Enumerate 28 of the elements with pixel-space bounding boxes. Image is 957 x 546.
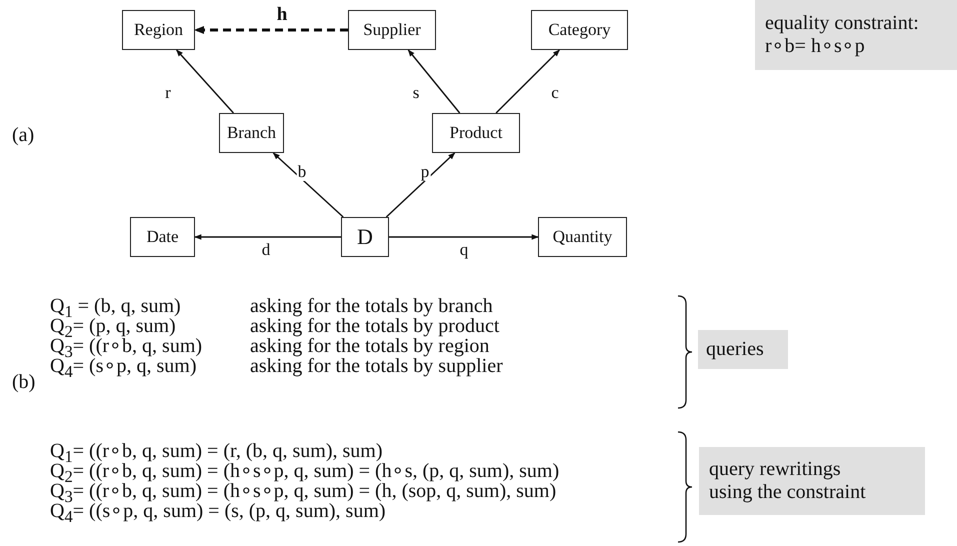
query-description: asking for the totals by branch xyxy=(250,296,493,316)
arrow xyxy=(408,49,460,114)
arrow xyxy=(194,26,348,34)
note-box: queries xyxy=(698,330,788,369)
query-description: asking for the totals by region xyxy=(250,336,490,356)
entity-box: Category xyxy=(531,10,628,50)
query-description: asking for the totals by product xyxy=(250,316,500,336)
panel-label: (b) xyxy=(12,372,36,392)
note-box: equality constraint: r∘b= h∘s∘p xyxy=(755,0,957,70)
arrow xyxy=(194,234,341,240)
entity-box: Region xyxy=(122,10,195,50)
entity-box: Branch xyxy=(219,113,284,153)
entity-box: Product xyxy=(432,113,520,153)
query-description: asking for the totals by supplier xyxy=(250,356,503,376)
entity-box: D xyxy=(341,217,389,257)
entity-box: Date xyxy=(130,217,195,257)
arrow xyxy=(496,50,560,114)
arrow xyxy=(386,152,456,218)
entity-box: Supplier xyxy=(348,10,436,50)
panel-label: (a) xyxy=(12,125,34,145)
rewriting-formula: Q$_{4}$= ((s∘p, q, sum) = (s, (p, q, sum), sum) xyxy=(50,501,386,527)
entity-box: Quantity xyxy=(538,217,627,257)
arrow xyxy=(272,152,344,218)
edge-label: b xyxy=(296,163,308,181)
arrow xyxy=(176,49,234,114)
note-box: query rewritings using the constraint xyxy=(699,447,925,515)
query-formula: Q$_{4}$= (s∘p, q, sum) xyxy=(50,356,197,382)
arrow xyxy=(389,234,539,240)
